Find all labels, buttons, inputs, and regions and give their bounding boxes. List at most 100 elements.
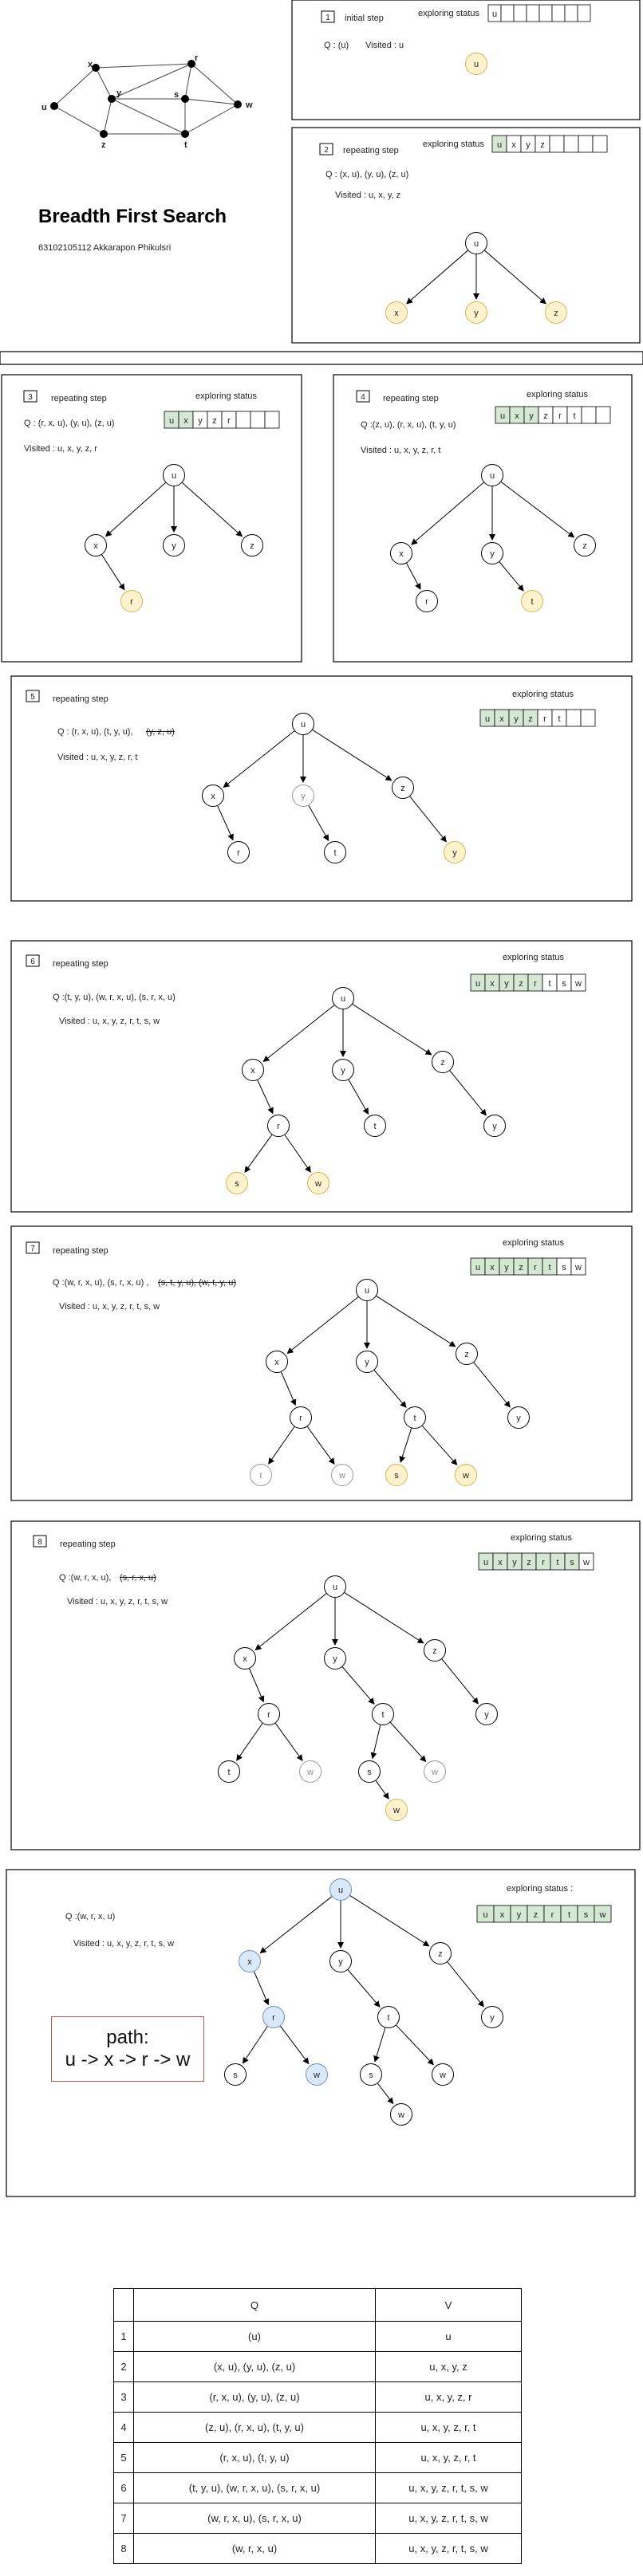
tree-edge	[376, 1296, 456, 1347]
summary-table: Q V 1(u)u 2(x, u), (y, u), (z, u)u, x, y…	[113, 2288, 522, 2564]
graph-vertex	[50, 102, 58, 110]
tree-node	[424, 1639, 446, 1662]
tree-node-label: y	[338, 1957, 343, 1967]
tree-edge	[344, 1592, 424, 1644]
tree-node-label: u	[338, 1886, 343, 1895]
step-number: 5	[30, 693, 35, 702]
graph-vertex-label: t	[184, 140, 187, 150]
status-letter: y	[526, 140, 531, 150]
status-letter: r	[534, 1263, 537, 1272]
tree-node	[475, 1703, 498, 1725]
status-letter: x	[511, 140, 516, 150]
tree-edge	[259, 1896, 333, 1954]
tree-node	[481, 2006, 503, 2028]
tree-node-label: y	[474, 309, 479, 318]
status-letter: z	[519, 1263, 523, 1272]
exploring-status-label: exploring status	[503, 1238, 565, 1248]
tree-node	[356, 1279, 378, 1301]
graph-vertex	[181, 95, 189, 103]
row-v: u, x, y, z	[375, 2351, 522, 2382]
summary-header-q: Q	[133, 2288, 376, 2322]
tree-node	[292, 713, 314, 735]
tree-edge	[223, 730, 295, 789]
tree-edge	[101, 554, 125, 591]
status-letter: u	[492, 10, 497, 19]
status-cell	[581, 406, 597, 424]
tree-node-label: y	[492, 1122, 497, 1131]
graph-edge	[184, 104, 239, 135]
table-row: 6(t, y, u), (w, r, x, u), (s, r, x, u)u,…	[113, 2472, 522, 2503]
graph-vertex-label: w	[245, 100, 253, 110]
tree-edge	[182, 482, 243, 537]
tree-node-label: y	[172, 541, 176, 551]
tree-edge	[421, 1426, 458, 1466]
row-index: 5	[113, 2442, 134, 2473]
tree-edge	[268, 1426, 295, 1465]
tree-node-label: t	[413, 1414, 416, 1423]
tree-edge	[306, 1426, 335, 1465]
tree-node-label: y	[516, 1414, 521, 1423]
row-index: 7	[113, 2503, 134, 2534]
tree-edge	[244, 1135, 273, 1174]
tree-node-label: y	[333, 1654, 337, 1664]
tree-node	[299, 1760, 322, 1783]
table-row: 3(r, x, u), (y, u), (z, u)u, x, y, z, r	[113, 2381, 522, 2413]
row-q: (w, r, x, u), (s, r, x, u)	[133, 2503, 376, 2534]
status-letter: x	[183, 416, 188, 426]
status-cell	[549, 135, 565, 153]
status-letter: s	[584, 1910, 589, 1920]
tree-node-label: t	[387, 2013, 389, 2023]
tree-node-label: w	[431, 1768, 438, 1777]
status-letter: s	[562, 979, 566, 989]
visited-text: Visited : u, x, y, z, r, t	[361, 446, 440, 455]
graph-edge	[191, 63, 239, 105]
tree-node	[372, 1703, 394, 1725]
tree-edge	[242, 2026, 268, 2064]
status-letter: y	[514, 714, 519, 724]
row-index: 2	[113, 2351, 134, 2382]
step-name: repeating step	[51, 394, 107, 403]
tree-node	[360, 2063, 382, 2086]
tree-node-label: u	[490, 471, 495, 481]
step-frame	[10, 940, 633, 1213]
exploring-status-label: exploring status	[511, 1533, 573, 1543]
tree-edge	[274, 1723, 303, 1762]
exploring-status-label: exploring status :	[507, 1884, 573, 1894]
tree-node	[266, 1351, 288, 1373]
status-letter: s	[570, 1558, 574, 1567]
tree-node-label: s	[369, 2071, 373, 2080]
row-v: u, x, y, z, r, t	[375, 2412, 522, 2443]
tree-edge	[286, 1296, 359, 1355]
tree-node	[364, 1115, 386, 1137]
tree-node-label: u	[172, 471, 176, 481]
tree-edge	[257, 1080, 274, 1115]
status-letter: u	[169, 416, 174, 426]
tree-edge	[441, 1658, 479, 1705]
queue-text: Q :(z, u), (r, x, u), (t, y, u)	[361, 420, 456, 430]
status-cell	[538, 4, 553, 22]
status-cell	[566, 709, 582, 727]
status-letter: z	[212, 416, 217, 426]
step-number-box	[321, 10, 335, 23]
tree-node	[224, 2063, 247, 2086]
status-cell	[577, 4, 591, 22]
tree-node	[267, 1115, 290, 1137]
tree-node	[242, 1059, 264, 1081]
summary-header-v: V	[375, 2288, 522, 2322]
graph-vertex-label: r	[195, 53, 199, 63]
tree-node-label: y	[341, 1066, 345, 1076]
status-letter: y	[198, 416, 203, 426]
status-letter: t	[548, 979, 550, 989]
tree-node-label: t	[333, 848, 336, 858]
status-letter: z	[519, 979, 523, 989]
tree-node-label: x	[274, 1358, 279, 1367]
tree-node	[424, 1760, 446, 1783]
status-letter: r	[558, 411, 562, 421]
tree-node	[404, 1406, 426, 1429]
table-row: 8(w, r, x, u)u, x, y, z, r, t, s, w	[113, 2533, 522, 2564]
status-letter: y	[504, 1263, 509, 1272]
tree-node	[432, 1051, 454, 1073]
visited-text: Visited : u, x, y, z, r, t, s, w	[73, 1939, 174, 1949]
status-letter: u	[483, 1558, 488, 1567]
tree-edge	[499, 561, 524, 592]
